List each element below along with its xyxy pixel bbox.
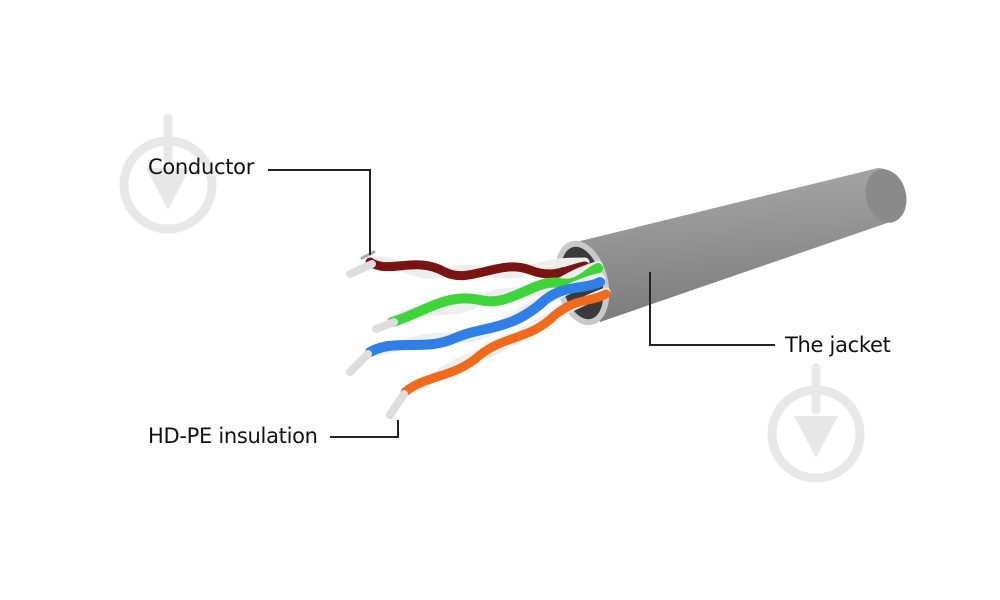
jacket-label: The jacket [785, 333, 891, 357]
orange-wire-pair [386, 287, 611, 419]
leader-lines [268, 169, 775, 438]
conductor-leader-line [268, 169, 371, 255]
download-watermark-icon [767, 363, 865, 483]
jacket-leader-line [649, 272, 775, 346]
cable-jacket [554, 168, 907, 326]
insulation-leader-line [330, 420, 399, 438]
blue-wire-pair [346, 273, 605, 376]
insulation-label: HD-PE insulation [148, 424, 318, 448]
conductor-label: Conductor [148, 155, 255, 179]
brown-wire-pair [346, 250, 590, 281]
download-watermark-icon [119, 113, 217, 234]
